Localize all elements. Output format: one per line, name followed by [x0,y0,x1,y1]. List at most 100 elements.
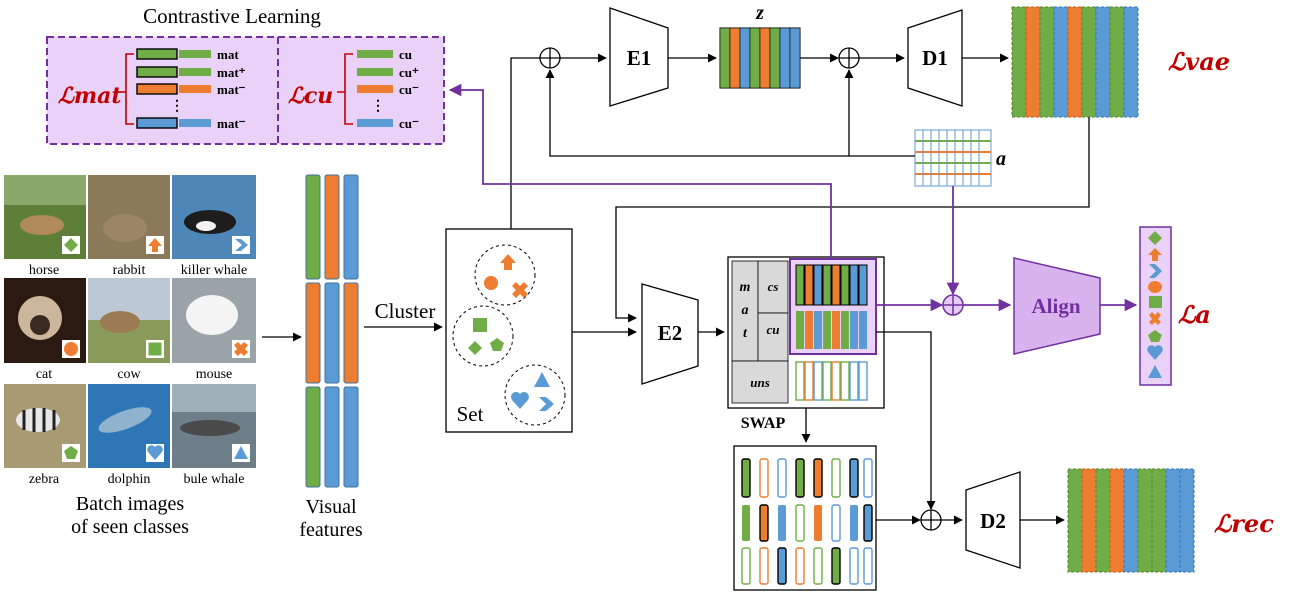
plus-node-align [942,294,964,316]
mat-bar-negative [136,83,178,95]
set-square-icon [473,318,487,332]
mat-label-anchor: mat [217,47,239,62]
out-chevron-icon [1149,264,1162,278]
uns-label: uns [750,375,770,390]
loss-rec: ℒrec [1214,509,1274,538]
image-horse [4,175,86,259]
mat-letter-t: t [743,326,748,341]
cluster-blue [504,364,566,426]
plus-node-d2 [920,509,942,531]
cu-label-negative-2: cu⁻ [399,116,419,131]
label-cat: cat [36,367,52,382]
label-zebra: zebra [29,472,60,487]
out-cross-icon [1149,312,1161,325]
out-heart-icon [1147,345,1163,360]
e2-label: E2 [658,321,683,345]
mat-label-positive: mat⁺ [217,65,246,80]
batch-caption-line1: Batch images [76,493,185,515]
e1-label: E1 [627,46,652,70]
mat-feature-block [795,264,868,306]
out-square-icon [1149,296,1162,308]
heart-icon [147,445,163,460]
triangle-icon [234,446,248,459]
cu-label: cu [767,322,780,337]
mat-bar-anchor [136,48,178,60]
set-cross-icon [512,282,528,298]
mat-label-negative-2: mat⁻ [217,116,246,131]
rec-output-features [1067,468,1195,573]
uns-feature-block [795,361,868,401]
cluster-orange [474,244,536,306]
label-blue-whale: bule whale [183,472,244,487]
mat-label-negative: mat⁻ [217,82,246,97]
cu-bar-negative [357,85,393,93]
out-pentagon-icon [1148,330,1162,342]
label-killer-whale: killer whale [181,263,247,278]
set-triangle-icon [534,372,550,387]
features-caption-line2: features [299,519,363,541]
cu-label-negative: cu⁻ [399,82,419,97]
chevron-right-icon [235,239,248,251]
contrastive-title: Contrastive Learning [143,4,321,28]
cu-loss-label: ℒcu [288,83,333,109]
features-caption-line1: Visual [305,496,356,518]
cu-label-positive: cu⁺ [399,65,419,80]
vae-output-features [1011,6,1139,118]
mat-bar-negative-tail [179,85,211,93]
out-arrow-up-icon [1148,248,1162,261]
cluster-green [452,305,514,367]
swap-row-3 [741,547,873,585]
mat-letter-m: m [740,280,751,295]
z-label: z [755,2,764,24]
set-pentagon-icon [490,338,504,351]
arrow-mat-to-contrastive [448,83,832,259]
line-set-to-e1 [510,57,540,229]
set-diamond-icon [468,341,482,355]
visual-features [305,174,359,488]
mat-bar-positive-tail [179,68,211,76]
line-a-to-e1-plus [545,69,915,157]
mat-loss-label: ℒmat [58,83,122,109]
cu-bar-negative-2 [357,119,393,127]
diamond-icon [64,238,78,252]
cs-block [757,260,789,314]
plus-node-e1 [539,47,561,69]
mat-letter-a: a [742,303,749,318]
swap-row-2 [742,504,873,542]
swap-row-1 [741,458,873,498]
cu-bar-anchor [357,50,393,58]
mat-block [731,260,759,362]
cu-bracket [337,53,353,125]
image-blue-whale [172,384,256,468]
label-cow: cow [117,367,141,382]
d1-label: D1 [922,46,948,70]
set-label: Set [457,402,484,426]
line-latent-to-d2-plus [876,331,936,510]
cu-label-ellipsis: ⋮ [371,99,385,114]
decoder-d2 [965,471,1021,569]
mat-label-ellipsis: ⋮ [170,99,184,114]
encoder-e2 [641,283,699,385]
d2-label: D2 [980,509,1006,533]
label-rabbit: rabbit [113,263,146,278]
out-diamond-icon [1148,231,1162,245]
align-module [1013,257,1101,355]
loss-a: ℒa [1178,300,1211,329]
latent-z [719,27,801,89]
set-circle-icon [484,276,498,290]
set-chevron-icon [539,397,554,411]
swap-label: SWAP [741,415,786,432]
mat-bar-negative-2 [136,117,178,129]
mat-bar-anchor-tail [179,50,211,58]
cs-label: cs [768,279,779,294]
arrow-up-icon [148,238,162,252]
a-label: a [996,148,1006,170]
encoder-e1 [609,7,669,107]
uns-block [731,360,789,404]
square-icon [147,341,163,357]
pentagon-icon [64,446,78,459]
out-circle-icon [1148,281,1162,293]
decoder-d1 [907,9,963,107]
cu-block [757,312,789,362]
